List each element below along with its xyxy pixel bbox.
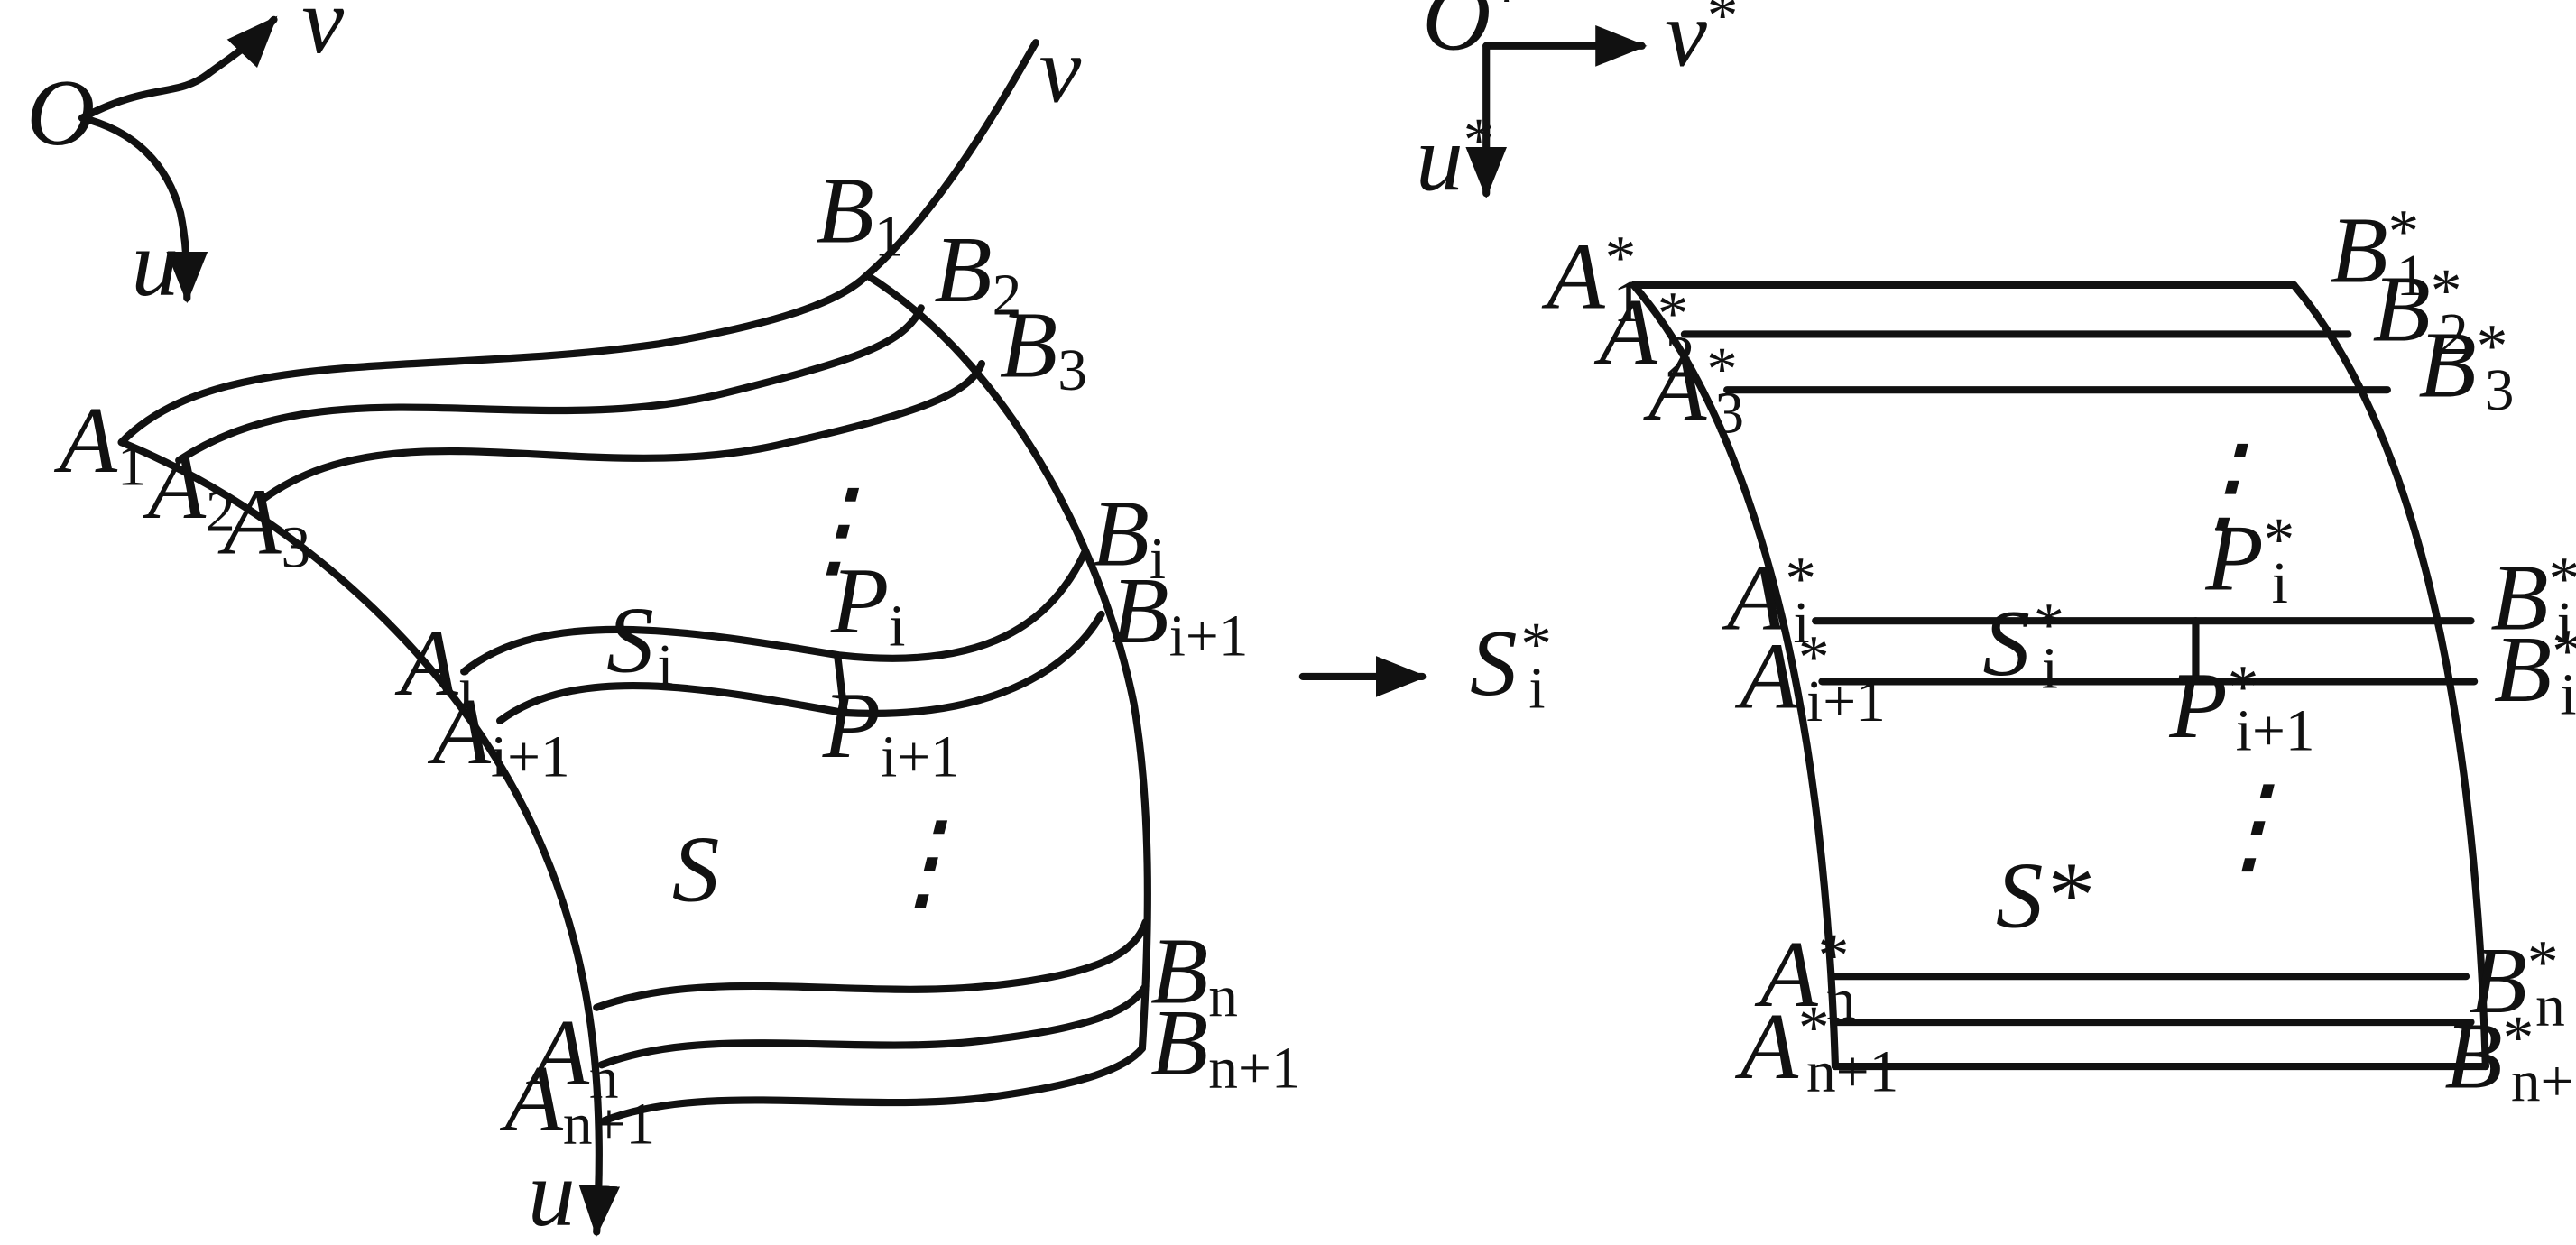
right-u-axis-label: u* xyxy=(1416,106,1494,211)
left-label-b3: B3 xyxy=(1000,292,1087,404)
right-label-a1: A*1 xyxy=(1541,223,1642,335)
mapping-arrow-group: S*i xyxy=(1298,610,1552,722)
left-surface-label: S xyxy=(672,816,720,922)
right-label-bn1: B*n+1 xyxy=(2444,1003,2576,1115)
right-label-pi: P*i xyxy=(2204,505,2294,617)
left-label-bi: Bi xyxy=(1092,480,1167,592)
left-curve-anbn xyxy=(593,918,1150,1011)
left-dots-upper: ⋮ xyxy=(780,468,889,588)
left-u-curve-label: u xyxy=(528,1140,576,1245)
left-label-a2: A2 xyxy=(143,433,235,545)
right-dots-upper: ⋮ xyxy=(2169,424,2277,544)
left-v-axis-label: v xyxy=(301,0,344,73)
right-origin-label: O* xyxy=(1422,0,1522,69)
left-v-curve xyxy=(117,39,1039,447)
left-curve-a3b3 xyxy=(258,360,986,503)
left-label-an: An xyxy=(526,1000,619,1111)
right-label-bi: B*i xyxy=(2490,544,2576,656)
left-label-ai: Ai xyxy=(394,610,474,722)
right-label-an: A*n xyxy=(1754,921,1855,1033)
right-label-pi1: P*i+1 xyxy=(2168,652,2314,764)
right-label-b2: B*2 xyxy=(2373,256,2469,368)
left-label-pi1: Pi+1 xyxy=(822,672,960,790)
right-b-boundary xyxy=(2290,281,2489,1071)
right-dots-lower: ⋮ xyxy=(2195,765,2304,885)
left-v-axis-arrow xyxy=(78,15,278,122)
left-dots-lower: ⋮ xyxy=(869,801,977,921)
left-curve-a2b2 xyxy=(175,304,925,465)
left-label-a3: A3 xyxy=(217,469,310,581)
mapping-target-label: S*i xyxy=(1470,610,1552,722)
left-segment-pi-pi1 xyxy=(834,651,848,715)
left-label-ai1: Ai+1 xyxy=(428,678,570,790)
left-coordinate-frame: O v u xyxy=(26,0,344,316)
left-label-bn1: Bn+1 xyxy=(1150,990,1301,1102)
left-label-a1: A1 xyxy=(54,387,147,499)
right-v-axis-label: v* xyxy=(1665,0,1738,87)
left-u-curve xyxy=(117,438,621,1238)
right-label-a2: A*2 xyxy=(1594,279,1695,391)
right-label-ai: A*i xyxy=(1722,544,1816,656)
left-curve-bottom xyxy=(601,1045,1146,1125)
right-label-a3: A*3 xyxy=(1643,335,1744,447)
left-origin-label: O xyxy=(26,60,95,165)
left-u-axis-arrow xyxy=(78,114,208,304)
right-label-b3: B*3 xyxy=(2418,311,2514,423)
right-label-b1: B*1 xyxy=(2330,197,2425,309)
right-label-bn: B*n xyxy=(2470,927,2565,1039)
left-v-curve-label: v xyxy=(1039,17,1082,123)
left-label-bi1: Bi+1 xyxy=(1111,558,1248,669)
right-label-an1: A*n+1 xyxy=(1735,993,1899,1105)
left-label-an1: An+1 xyxy=(500,1046,656,1157)
right-surface-label: S* xyxy=(1996,843,2091,948)
left-b-boundary xyxy=(863,271,1151,1053)
left-label-b2: B2 xyxy=(934,217,1021,328)
left-curve-an1bn1 xyxy=(597,982,1150,1069)
left-curve-aibi xyxy=(460,548,1089,676)
right-label-ai1: A*i+1 xyxy=(1735,622,1886,734)
right-strip-label: S*i xyxy=(1982,590,2064,702)
left-label-bn: Bn xyxy=(1150,918,1238,1029)
left-label-pi: Pi xyxy=(830,548,905,659)
right-a-boundary xyxy=(1630,281,1840,1071)
left-label-b1: B1 xyxy=(817,158,904,270)
right-coordinate-frame: O* v* u* xyxy=(1416,0,1738,211)
right-surface: O* v* u* ⋮ ⋮ S* S*i A*1 A*2 A*3 A*i A*i+… xyxy=(1416,0,2576,1114)
left-u-axis-label: u xyxy=(132,210,180,316)
right-label-bi1: B*i+1 xyxy=(2494,616,2576,728)
